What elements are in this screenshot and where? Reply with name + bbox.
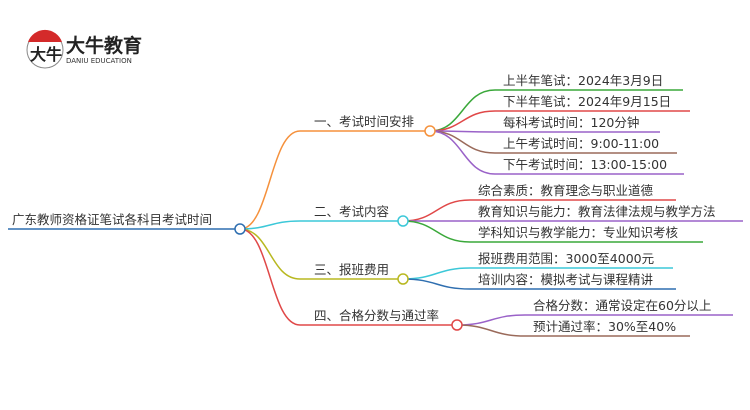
branch-topic[interactable]: 四、合格分数与通过率 xyxy=(314,308,439,323)
logo-text-cn: 大牛教育 xyxy=(66,34,142,57)
collapse-toggle-icon[interactable] xyxy=(397,273,409,285)
leaf-topic[interactable]: 综合素质：教育理念与职业道德 xyxy=(478,183,654,198)
collapse-toggle-icon[interactable] xyxy=(451,319,463,331)
leaf-topic[interactable]: 合格分数：通常设定在60分以上 xyxy=(533,298,711,313)
logo-text-en: DANIU EDUCATION xyxy=(66,57,132,65)
branch-topic[interactable]: 二、考试内容 xyxy=(314,204,389,219)
root-collapse-toggle-icon[interactable] xyxy=(234,223,246,235)
collapse-toggle-icon[interactable] xyxy=(397,215,409,227)
logo-mark-text: 大牛 xyxy=(30,45,62,64)
collapse-toggle-icon[interactable] xyxy=(424,125,436,137)
leaf-edge xyxy=(429,89,496,132)
branch-edge xyxy=(239,220,301,230)
branch-edge xyxy=(239,130,301,230)
leaf-topic[interactable]: 上半年笔试：2024年3月9日 xyxy=(503,73,663,88)
branch-edge xyxy=(239,228,301,280)
logo-mark-red-cap xyxy=(28,29,62,42)
leaf-topic[interactable]: 下半年笔试：2024年9月15日 xyxy=(503,94,671,109)
leaf-edge xyxy=(402,220,471,243)
branch-topic[interactable]: 三、报班费用 xyxy=(314,262,389,277)
logo: 大牛 大牛教育 DANIU EDUCATION xyxy=(26,29,142,69)
leaf-topic[interactable]: 下午考试时间：13:00-15:00 xyxy=(503,157,667,172)
leaf-topic[interactable]: 学科知识与教学能力：专业知识考核 xyxy=(478,225,679,240)
leaf-topic[interactable]: 每科考试时间：120分钟 xyxy=(503,115,639,130)
leaf-edge xyxy=(402,199,471,222)
leaf-edge xyxy=(429,130,496,154)
leaf-edge xyxy=(456,314,526,326)
leaf-topic[interactable]: 预计通过率：30%至40% xyxy=(533,319,676,334)
leaf-topic[interactable]: 上午考试时间：9:00-11:00 xyxy=(503,136,659,151)
leaf-topic[interactable]: 培训内容：模拟考试与课程精讲 xyxy=(478,272,653,287)
leaf-edge xyxy=(456,324,526,337)
leaf-edge xyxy=(429,130,496,175)
branch-edge xyxy=(239,228,301,326)
leaf-edge xyxy=(402,267,471,280)
branch-topic[interactable]: 一、考试时间安排 xyxy=(314,114,415,129)
root-topic[interactable]: 广东教师资格证笔试各科目考试时间 xyxy=(12,212,212,227)
leaf-topic[interactable]: 教育知识与能力：教育法律法规与教学方法 xyxy=(478,204,716,219)
leaf-edge xyxy=(402,278,471,290)
leaf-edge xyxy=(429,110,496,132)
leaf-topic[interactable]: 报班费用范围：3000至4000元 xyxy=(478,251,654,266)
